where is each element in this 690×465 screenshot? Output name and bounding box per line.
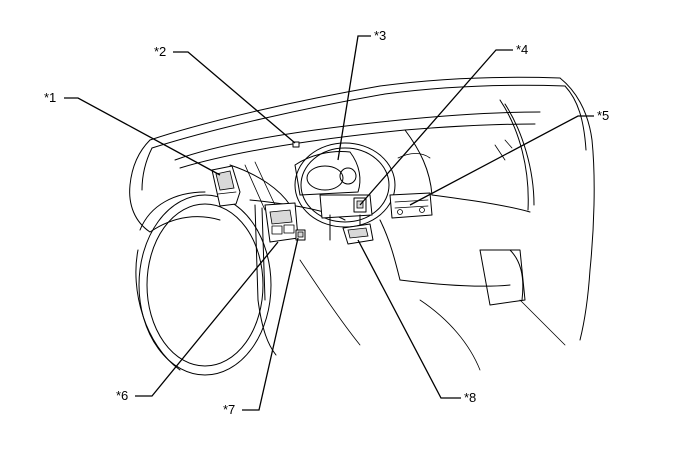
callout-5-label: *5 xyxy=(597,108,610,123)
leader-7 xyxy=(242,237,299,411)
callout-7-label: *7 xyxy=(223,402,236,417)
component-6 xyxy=(264,202,299,243)
body-outline xyxy=(129,76,595,341)
leader-3 xyxy=(337,35,371,161)
leader-6 xyxy=(135,241,279,397)
callout-6-label: *6 xyxy=(116,388,129,403)
leader-lines xyxy=(64,35,594,411)
component-2 xyxy=(292,141,300,148)
callout-2-label: *2 xyxy=(154,44,167,59)
leader-1 xyxy=(64,97,221,176)
callout-4-label: *4 xyxy=(516,42,529,57)
leader-5 xyxy=(409,115,594,206)
component-8 xyxy=(342,223,374,245)
callout-8-label: *8 xyxy=(464,390,477,405)
front-wheel xyxy=(135,191,272,376)
callout-3-label: *3 xyxy=(374,28,387,43)
component-7 xyxy=(295,229,306,241)
dashboard xyxy=(174,111,566,371)
leader-8 xyxy=(357,239,461,399)
leader-4 xyxy=(359,49,513,206)
component-1 xyxy=(211,165,241,207)
callout-1-label: *1 xyxy=(44,90,57,105)
leader-2 xyxy=(173,51,296,144)
instrument-cluster-and-steering xyxy=(294,142,396,241)
